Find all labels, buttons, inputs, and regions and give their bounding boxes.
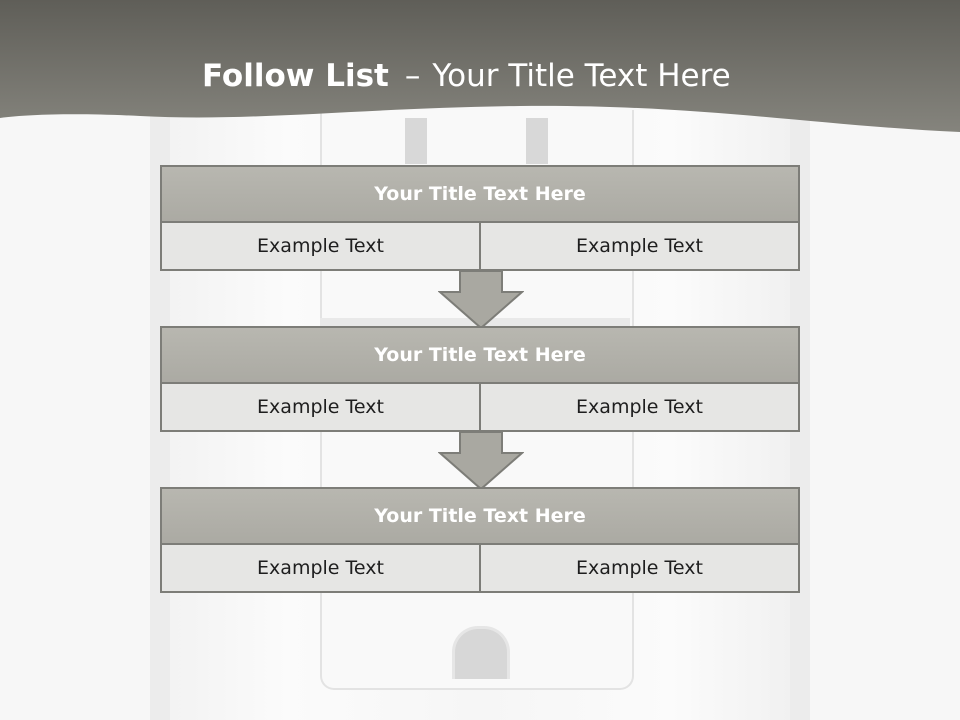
outlet-slot-right [526, 118, 548, 164]
flow-step-1: Your Title Text Here Example Text Exampl… [160, 165, 800, 271]
flow-step-row: Example Text Example Text [162, 545, 798, 591]
header-wave-shape [0, 0, 960, 132]
outlet-slot-left [405, 118, 427, 164]
down-arrow-icon [438, 431, 524, 491]
flow-step-title: Your Title Text Here [162, 489, 798, 545]
page-title-bold: Follow List [202, 58, 389, 94]
flow-step-text-right: Example Text [481, 545, 798, 591]
outlet-ground-hole [452, 626, 510, 679]
page-title-rest: Your Title Text Here [432, 58, 731, 94]
flow-step-text-left: Example Text [162, 545, 481, 591]
flow-step-row: Example Text Example Text [162, 384, 798, 430]
flow-step-text-left: Example Text [162, 384, 481, 430]
header-band: Follow List–Your Title Text Here [0, 0, 960, 135]
flow-step-row: Example Text Example Text [162, 223, 798, 269]
flow-step-text-right: Example Text [481, 223, 798, 269]
flow-step-title: Your Title Text Here [162, 167, 798, 223]
flow-step-title: Your Title Text Here [162, 328, 798, 384]
flow-step-text-right: Example Text [481, 384, 798, 430]
down-arrow-icon [438, 270, 524, 330]
flow-step-3: Your Title Text Here Example Text Exampl… [160, 487, 800, 593]
flow-step-2: Your Title Text Here Example Text Exampl… [160, 326, 800, 432]
flow-step-text-left: Example Text [162, 223, 481, 269]
page-title-separator: – [404, 58, 421, 94]
page-title: Follow List–Your Title Text Here [202, 56, 731, 96]
